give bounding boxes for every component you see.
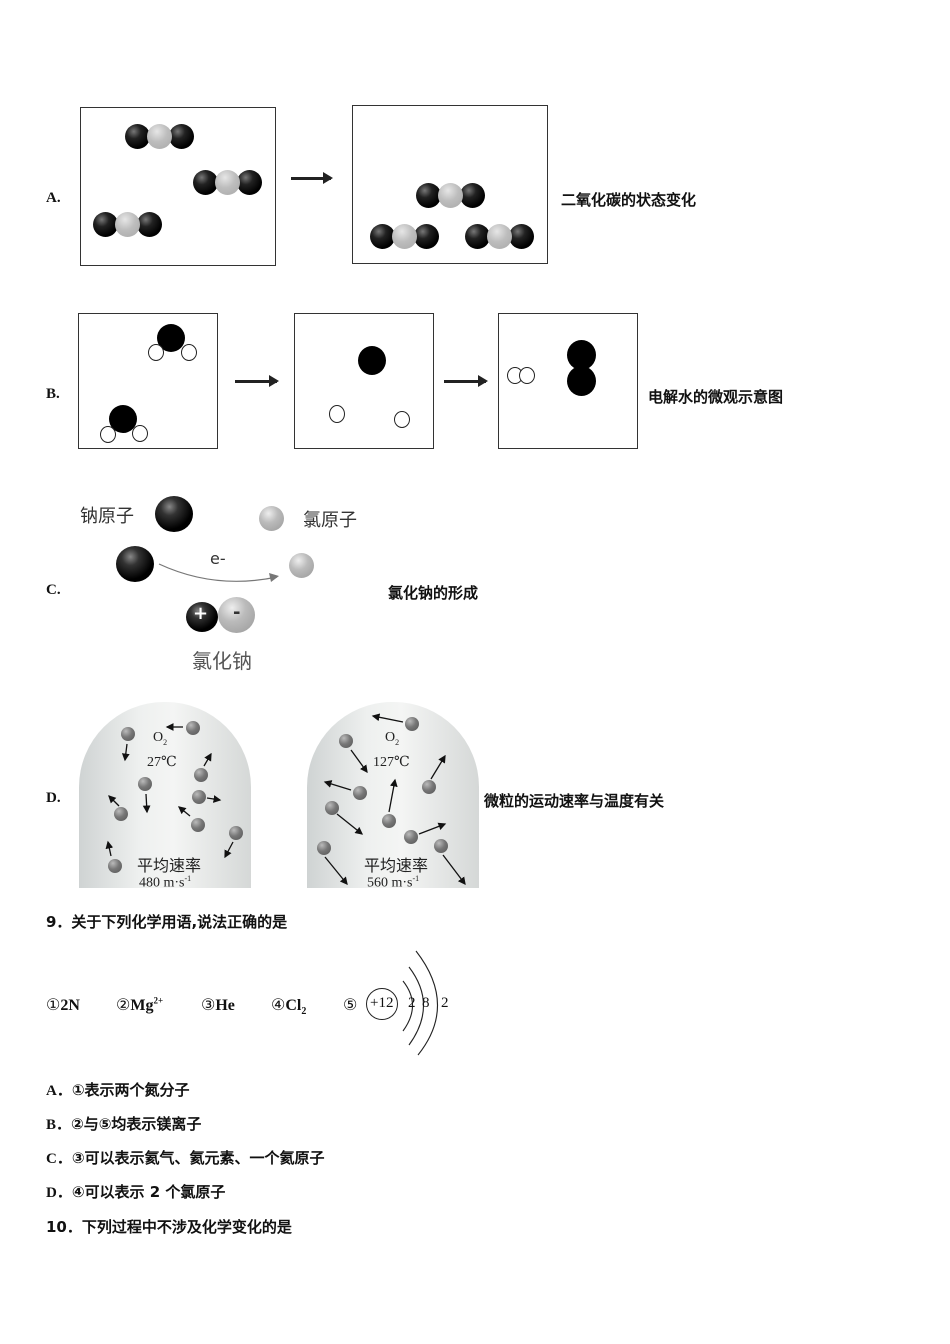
separated-atoms-box [294, 313, 434, 449]
option-b: B．②与⑤均表示镁离子 [46, 1115, 202, 1133]
chlorine-atom-icon [259, 506, 284, 531]
symbol-5: ⑤ [343, 997, 358, 1014]
velocity-arrows-icon [323, 713, 466, 886]
co2-molecule [416, 183, 485, 208]
option-caption: 微粒的运动速率与温度有关 [484, 792, 665, 810]
option-label: B. [46, 386, 60, 402]
arrow-icon [291, 172, 333, 184]
rate-value: 560 m·s-1 [367, 874, 420, 891]
tube-27c: O2 27℃ 平均速率 480 m·s-1 [79, 702, 251, 891]
sodium-atom-icon [155, 496, 193, 532]
rate-label: 平均速率 [137, 858, 202, 875]
shell-2-electrons: 8 [422, 995, 430, 1011]
option-caption: 电解水的微观示意图 [648, 388, 784, 406]
option-label: D. [46, 790, 61, 806]
nucleus-charge: +12 [370, 995, 394, 1011]
co2-condensed-state-box [352, 105, 548, 264]
sodium-ion-icon [186, 602, 218, 632]
option-label: A. [46, 190, 61, 206]
atomic-structure-diagram: +12 2 8 2 [366, 943, 461, 1058]
electron-label: e- [210, 549, 226, 568]
h2-o2-molecules-box [498, 313, 638, 449]
question-10-title: 10．下列过程中不涉及化学变化的是 [46, 1218, 292, 1236]
question-title: 9．关于下列化学用语,说法正确的是 [46, 913, 288, 931]
arrow-icon [444, 375, 488, 387]
sodium-atom-icon [116, 546, 154, 582]
minus-sign: - [233, 602, 241, 623]
option-caption: 二氧化碳的状态变化 [561, 191, 697, 209]
option-c: C．③可以表示氦气、氦元素、一个氦原子 [46, 1149, 325, 1167]
chlorine-atom-label: 氯原子 [303, 510, 357, 531]
co2-molecule [93, 212, 162, 237]
chloride-ion-icon [218, 597, 255, 633]
velocity-arrows-icon [105, 723, 234, 859]
co2-molecule [193, 170, 262, 195]
co2-molecule [370, 224, 439, 249]
co2-gas-state-box [80, 107, 276, 266]
shell-3-electrons: 2 [441, 995, 449, 1011]
plus-sign: + [193, 603, 209, 624]
temperature-label: 127℃ [373, 755, 410, 770]
symbol-3: ③He [201, 997, 235, 1014]
symbol-1: ①2N [46, 997, 80, 1014]
tube-127c: O2 127℃ 平均速率 560 m·s-1 [307, 702, 479, 891]
gas-formula: O2 [385, 730, 400, 747]
sodium-chloride-label: 氯化钠 [192, 649, 252, 673]
rate-label: 平均速率 [364, 858, 429, 875]
co2-molecule [125, 124, 194, 149]
shell-1-electrons: 2 [408, 995, 416, 1011]
electron-transfer-arrow-icon [158, 563, 279, 582]
option-label: C. [46, 582, 61, 598]
symbol-4: ④Cl2 [271, 997, 307, 1018]
option-a: A．①表示两个氮分子 [46, 1081, 190, 1099]
symbol-2: ②Mg2+ [116, 995, 164, 1014]
co2-molecule [465, 224, 534, 249]
chlorine-atom-icon [289, 553, 314, 578]
option-d: D．④可以表示 2 个氯原子 [46, 1183, 226, 1201]
temperature-label: 27℃ [147, 755, 177, 770]
arrow-icon [235, 375, 279, 387]
water-molecules-box [78, 313, 218, 449]
sodium-atom-label: 钠原子 [80, 506, 134, 527]
option-caption: 氯化钠的形成 [388, 584, 479, 602]
electron-shells-icon [402, 950, 439, 1056]
rate-value: 480 m·s-1 [139, 874, 192, 891]
gas-formula: O2 [153, 730, 168, 747]
